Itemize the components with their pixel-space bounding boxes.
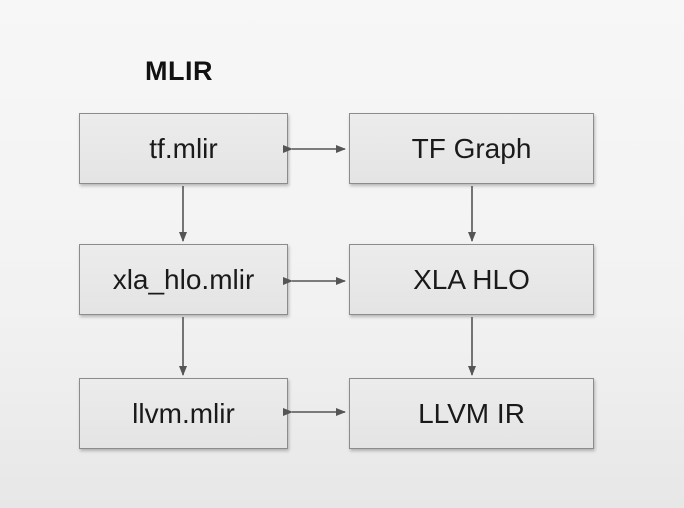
node-llvm-mlir-label: llvm.mlir (132, 397, 235, 429)
node-xla-hlo-label: XLA HLO (413, 263, 530, 295)
node-xla-hlo-mlir: xla_hlo.mlir (79, 244, 288, 315)
node-llvm-mlir: llvm.mlir (79, 378, 288, 449)
node-tf-mlir: tf.mlir (79, 113, 288, 184)
node-tf-mlir-label: tf.mlir (149, 132, 218, 164)
diagram-title: MLIR (145, 56, 213, 86)
node-tf-graph: TF Graph (349, 113, 594, 184)
node-tf-graph-label: TF Graph (411, 132, 532, 164)
node-xla-hlo-mlir-label: xla_hlo.mlir (112, 263, 255, 295)
node-llvm-ir: LLVM IR (349, 378, 594, 449)
node-xla-hlo: XLA HLO (349, 244, 594, 315)
node-llvm-ir-label: LLVM IR (418, 397, 525, 429)
